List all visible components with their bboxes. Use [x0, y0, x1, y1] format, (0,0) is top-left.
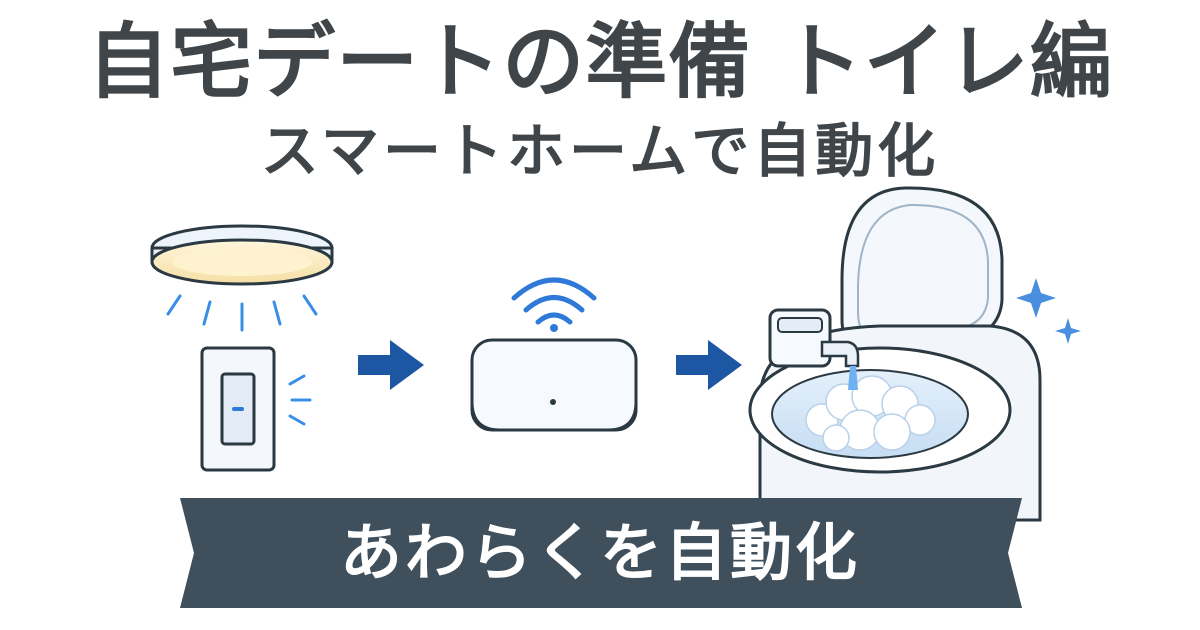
wall-switch-icon	[200, 346, 312, 472]
smart-hub-icon	[470, 338, 638, 432]
ceiling-light-icon	[150, 224, 334, 332]
wifi-icon	[511, 277, 597, 332]
page-subtitle: スマートホームで自動化	[260, 117, 940, 185]
toilet-icon	[748, 186, 1042, 522]
arrow-right-icon	[358, 340, 424, 390]
arrow-right-icon	[676, 340, 742, 390]
banner-text: あわらくを自動化	[339, 516, 860, 589]
sparkle-icon	[1016, 278, 1081, 344]
banner	[180, 498, 1022, 608]
page-title: 自宅デートの準備 トイレ編	[87, 15, 1113, 110]
